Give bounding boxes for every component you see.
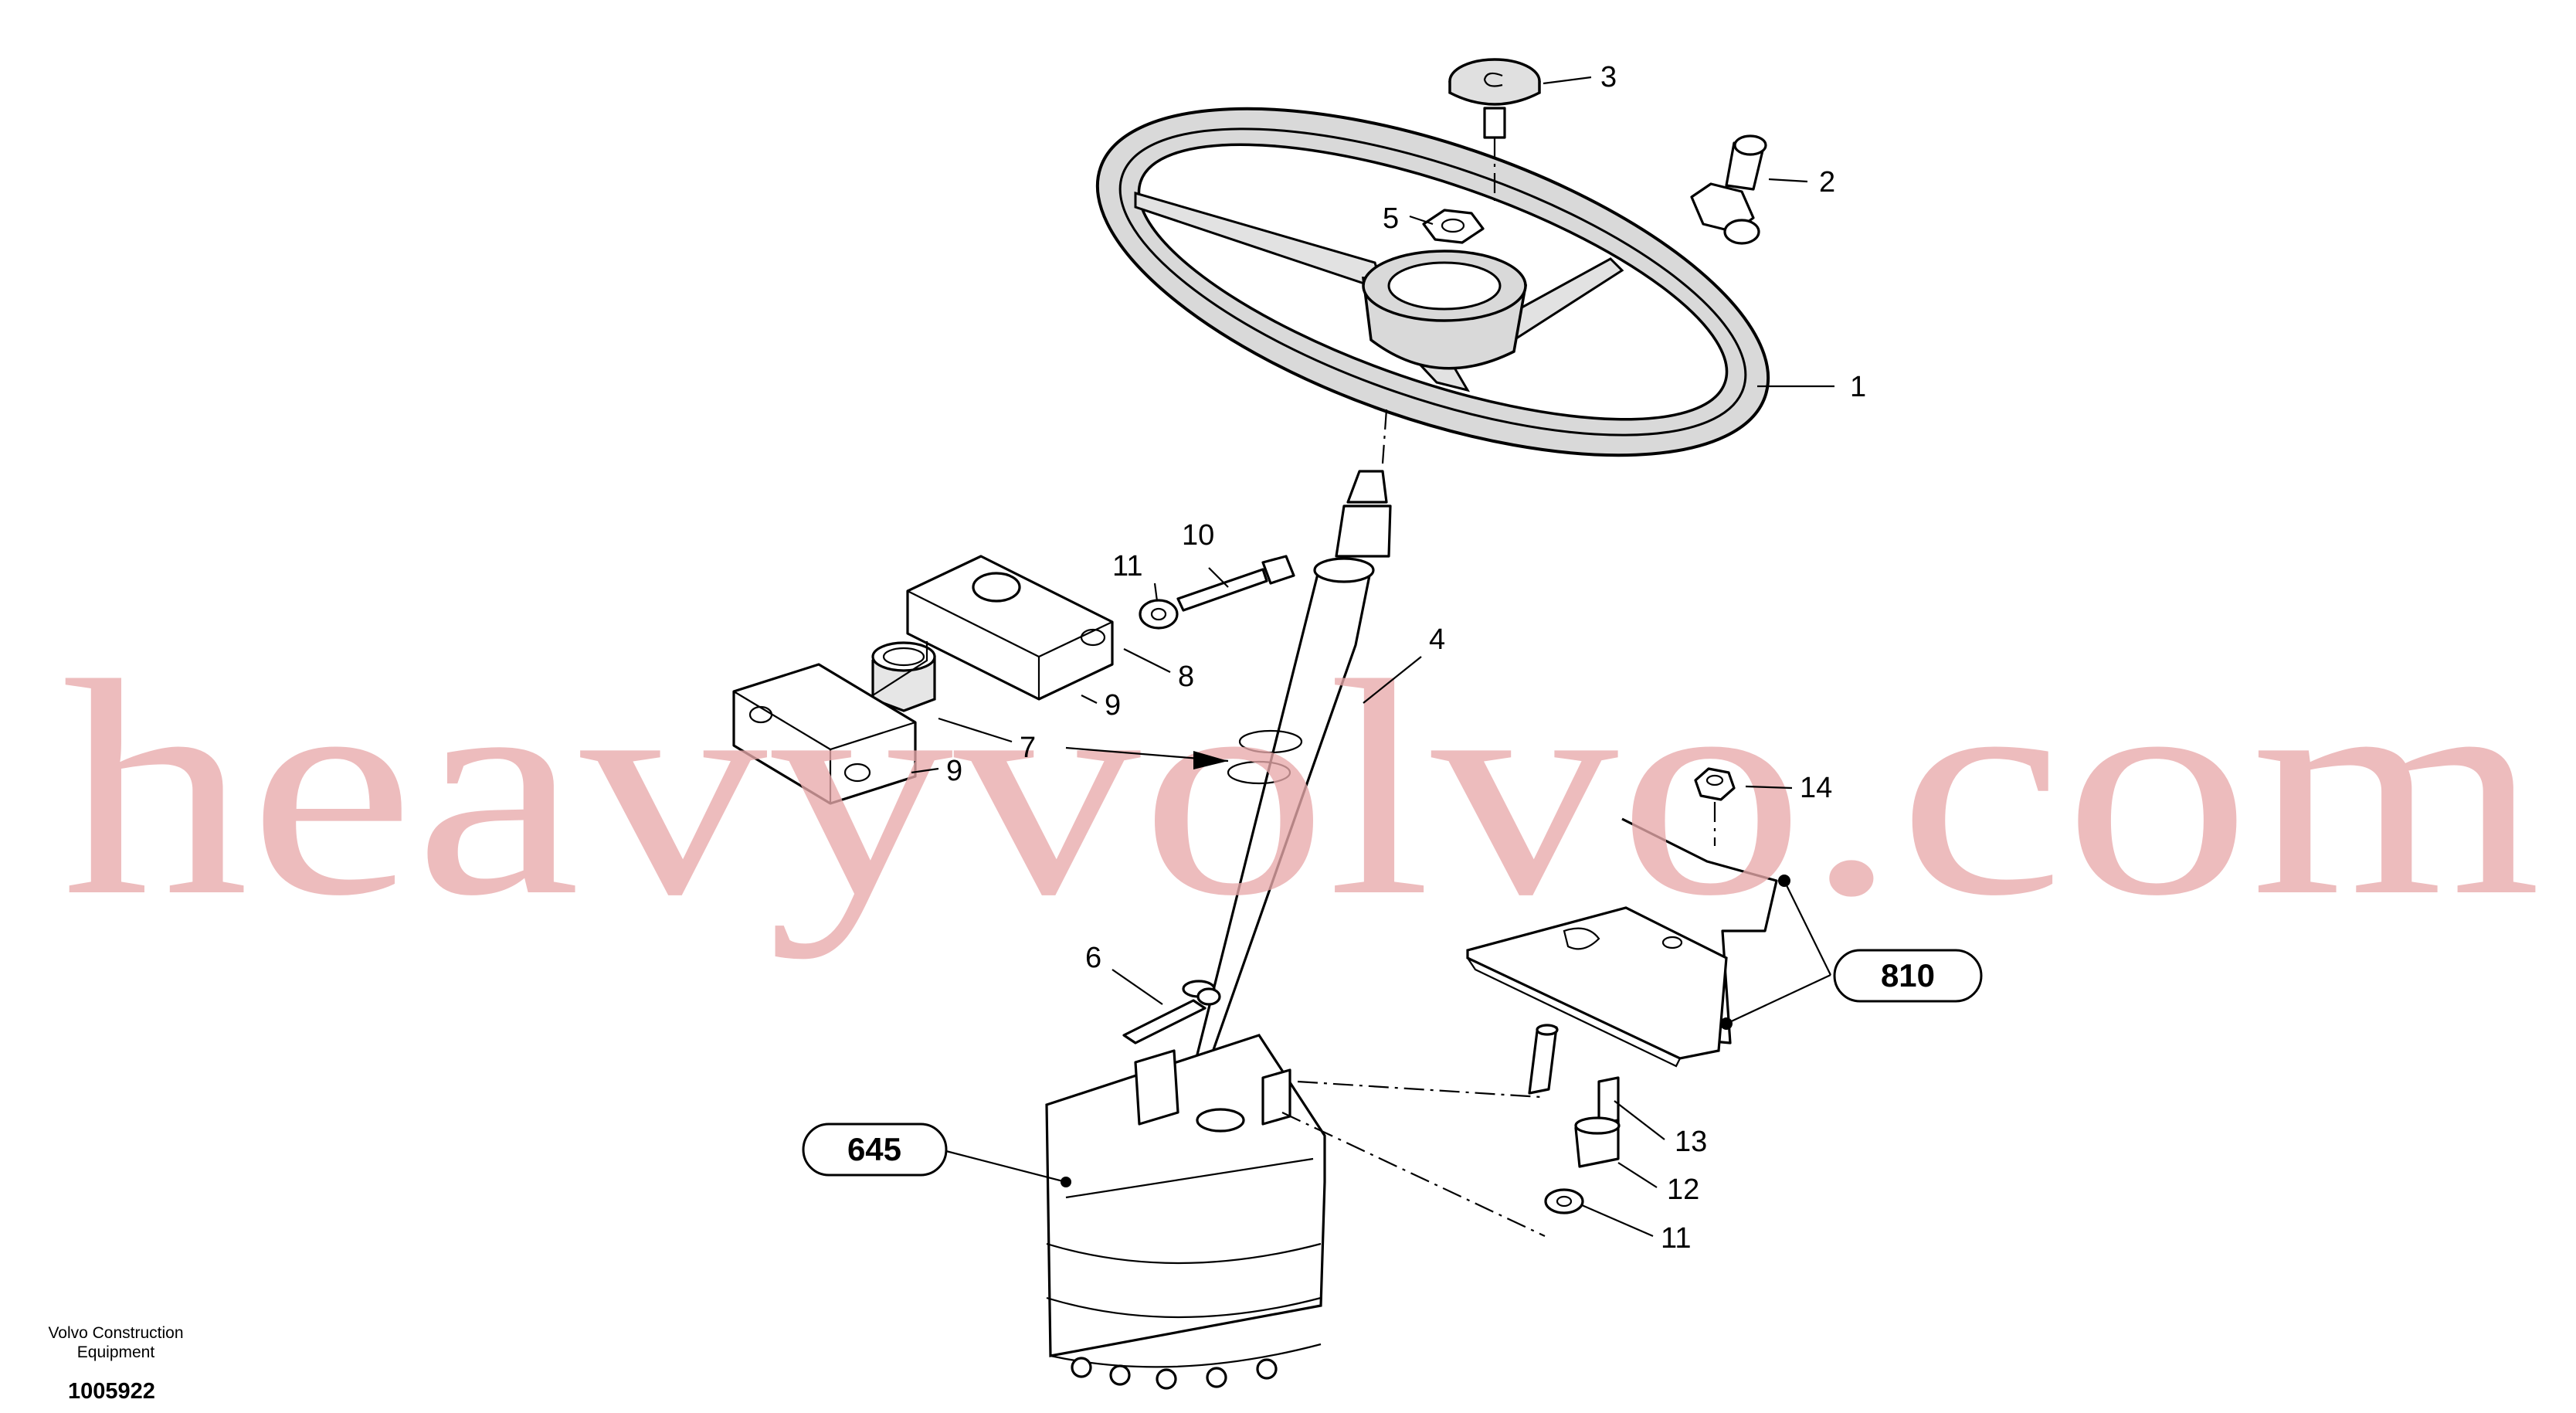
callout-1: 1	[1850, 371, 1866, 403]
callout-6: 6	[1085, 942, 1101, 974]
callout-13: 13	[1675, 1126, 1707, 1158]
callout-9-left: 9	[946, 755, 962, 787]
callout-3: 3	[1600, 61, 1617, 93]
callout-numbers: 3 2 5 1 10 11 4 8 9 7 9 14 6 13 12 11	[946, 61, 1866, 1255]
footer-maker-line1: Volvo Construction	[48, 1324, 183, 1342]
column-clamp	[732, 555, 1114, 805]
watermark-text: heavyvolvo.com	[62, 617, 2541, 960]
drawing-number: 1005922	[68, 1379, 155, 1404]
callout-11-upper: 11	[1112, 550, 1142, 583]
ref-box-810: 810	[1833, 949, 1983, 1003]
callout-7: 7	[1020, 732, 1036, 764]
ref-645-label: 645	[847, 1131, 901, 1167]
callout-11-lower: 11	[1661, 1222, 1691, 1255]
stud-assembly	[1528, 1024, 1621, 1214]
spinner-knob	[1690, 134, 1767, 245]
hub-nut	[1422, 209, 1485, 244]
callout-4: 4	[1429, 623, 1445, 656]
footer: Volvo Construction Equipment 1005922	[48, 1324, 183, 1404]
callout-5: 5	[1383, 202, 1399, 235]
mounting-bracket	[1466, 817, 1790, 1068]
callout-12: 12	[1667, 1174, 1699, 1206]
horn-button	[1448, 58, 1541, 201]
steering-wheel	[1095, 107, 1770, 457]
adjusting-screw	[1122, 987, 1221, 1044]
steering-unit	[1045, 1034, 1326, 1390]
callout-8: 8	[1178, 661, 1194, 693]
callout-9-right: 9	[1105, 689, 1121, 722]
footer-maker-line2: Equipment	[77, 1343, 155, 1361]
ref-box-645: 645	[802, 1123, 948, 1177]
leader-lines	[911, 76, 1834, 1238]
callout-2: 2	[1819, 166, 1835, 199]
bracket-nut	[1694, 767, 1736, 846]
clamp-bolt	[1139, 555, 1295, 630]
callout-10: 10	[1182, 519, 1214, 552]
ref-810-label: 810	[1881, 957, 1935, 994]
callout-14: 14	[1800, 772, 1832, 804]
